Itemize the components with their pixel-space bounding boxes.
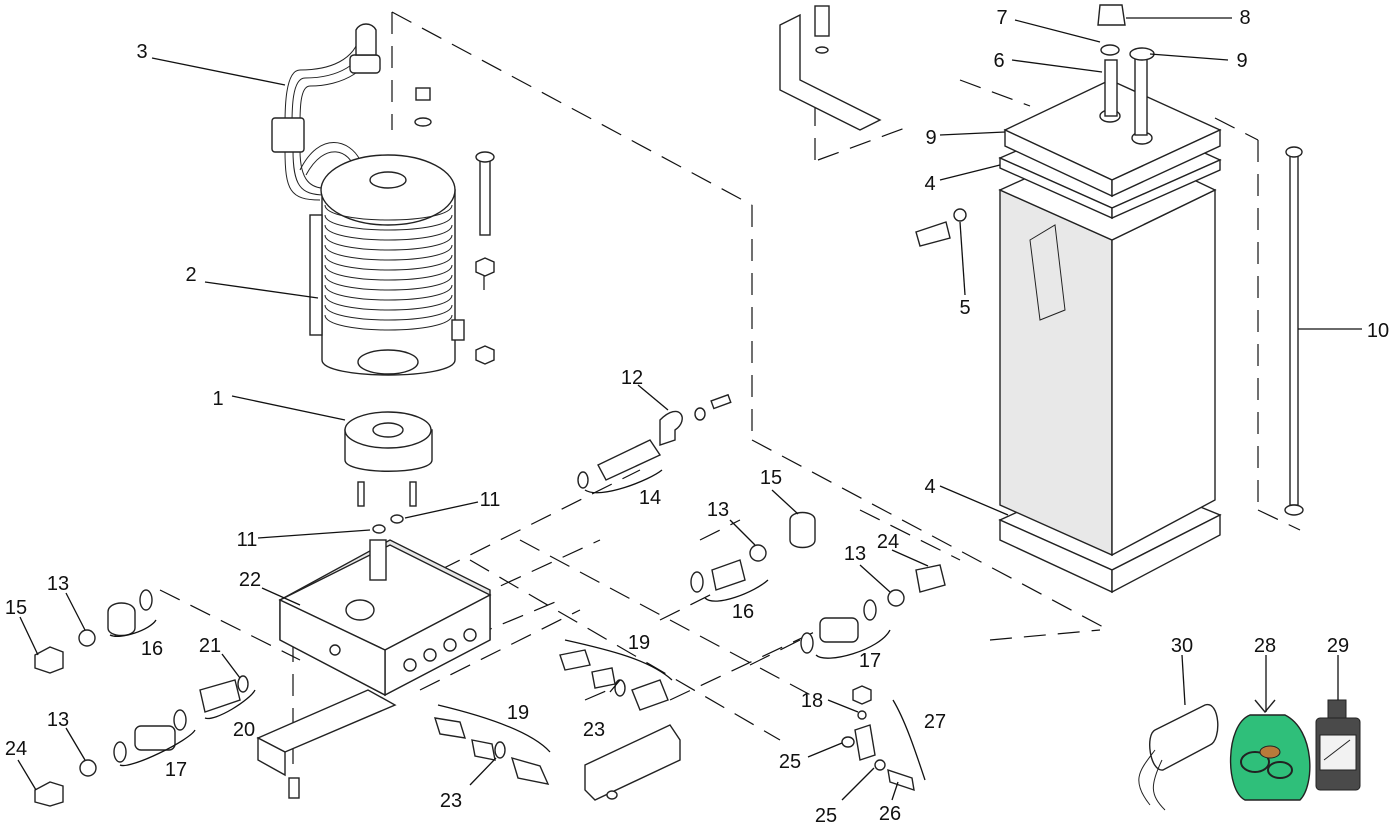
fitting-27-part <box>841 685 915 792</box>
label-28: 28 <box>1254 635 1276 657</box>
tank-top-fittings-part <box>1097 4 1155 61</box>
oil-bottle-29-part <box>1315 699 1361 791</box>
label-27: 27 <box>924 711 946 733</box>
label-6: 6 <box>993 50 1004 72</box>
valve-19-upper-part <box>559 649 669 711</box>
valve-19-lower-part <box>433 717 550 785</box>
label-8: 8 <box>1239 7 1250 29</box>
label-11-left: 11 <box>237 529 258 551</box>
label-15-left: 15 <box>5 597 27 619</box>
tank-part <box>998 49 1222 594</box>
label-22: 22 <box>239 569 261 591</box>
label-10: 10 <box>1367 320 1389 342</box>
valve-16-part <box>690 511 816 593</box>
label-26: 26 <box>879 803 901 825</box>
label-13-d: 13 <box>844 543 866 565</box>
label-29: 29 <box>1327 635 1349 657</box>
label-16-left: 16 <box>141 638 163 660</box>
base-bracket-part <box>256 689 397 799</box>
label-30: 30 <box>1171 635 1193 657</box>
label-23-lower: 23 <box>440 790 462 812</box>
label-18: 18 <box>801 690 823 712</box>
label-4-top: 4 <box>924 173 935 195</box>
label-13-c: 13 <box>707 499 729 521</box>
motor-bolts-part <box>414 87 495 365</box>
label-23-upper: 23 <box>583 719 605 741</box>
label-17-left: 17 <box>165 759 187 781</box>
label-20: 20 <box>233 719 255 741</box>
motor-part <box>309 154 465 376</box>
label-19-lower: 19 <box>507 702 529 724</box>
label-7: 7 <box>996 7 1007 29</box>
leader-lines <box>17 17 1362 801</box>
label-16-mid: 16 <box>732 601 754 623</box>
label-2: 2 <box>185 264 196 286</box>
label-14: 14 <box>639 487 661 509</box>
part-labels: 1 2 3 4 4 5 6 7 8 9 9 10 11 11 12 13 13 … <box>5 7 1389 827</box>
label-11-right: 11 <box>480 489 501 511</box>
bracket-right-part <box>584 724 681 801</box>
label-5: 5 <box>959 297 970 319</box>
label-9-left: 9 <box>925 127 936 149</box>
label-21: 21 <box>199 635 221 657</box>
left-fittings-part <box>34 589 249 807</box>
label-15-mid: 15 <box>760 467 782 489</box>
label-12: 12 <box>621 367 643 389</box>
label-1: 1 <box>212 388 223 410</box>
valve-14-part <box>577 393 732 489</box>
label-4-bottom: 4 <box>924 476 935 498</box>
label-25-lower: 25 <box>815 805 837 827</box>
label-24-right: 24 <box>877 531 899 553</box>
capacitor-30-part <box>1138 704 1219 811</box>
label-19-upper: 19 <box>628 632 650 654</box>
label-25-upper: 25 <box>779 751 801 773</box>
valve-block-part <box>278 514 492 697</box>
pump-part <box>344 411 433 507</box>
label-24-left: 24 <box>5 738 27 760</box>
label-17-right: 17 <box>859 650 881 672</box>
valve-17-part <box>800 564 946 654</box>
tie-rod-10-part <box>1284 146 1304 516</box>
top-bracket-part <box>779 5 882 131</box>
label-13-a: 13 <box>47 573 69 595</box>
label-9-right: 9 <box>1236 50 1247 72</box>
seal-kit-bag-28-part <box>1229 699 1311 801</box>
screw-5-part <box>915 208 967 247</box>
label-3: 3 <box>136 41 147 63</box>
label-13-b: 13 <box>47 709 69 731</box>
